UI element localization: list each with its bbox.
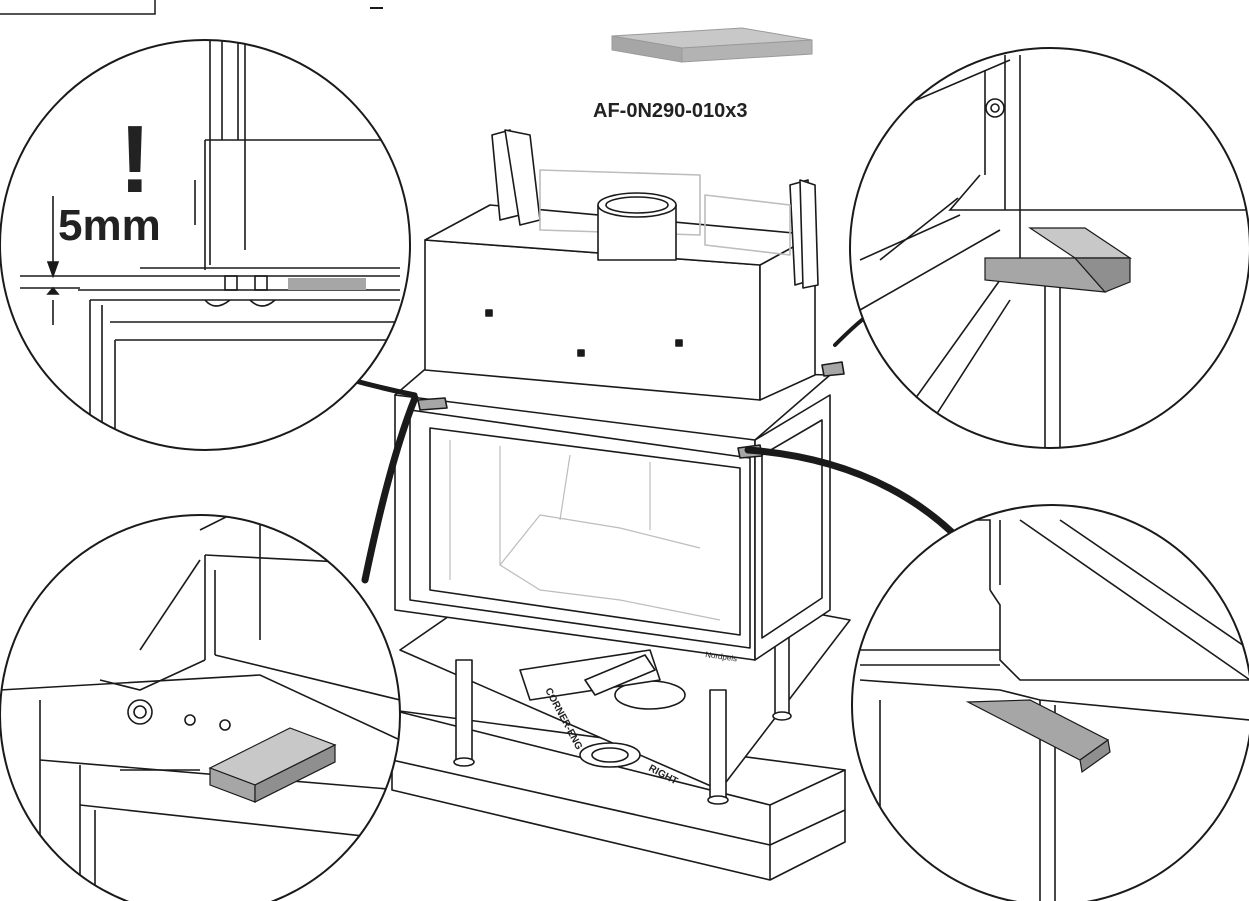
spacer-in-place	[417, 397, 448, 411]
inner-liner	[539, 169, 701, 236]
stove-leg	[774, 634, 790, 716]
spacer-block	[965, 699, 1111, 774]
spacer-part-illustration	[611, 27, 813, 63]
brand-logo-text: Nordpeis	[705, 650, 738, 663]
stove-leg	[455, 659, 473, 761]
warning-icon: !	[119, 106, 151, 213]
spacer-block	[984, 227, 1132, 293]
leg-foot	[707, 795, 729, 805]
part-number-label: AF-0N290-010x3	[593, 100, 748, 122]
gap-dimension-label: 5mm	[58, 201, 161, 250]
detail-top-left: ! 5mm	[0, 39, 411, 451]
stove-leg	[709, 689, 727, 801]
dimension-arrows	[20, 196, 140, 325]
firebox-interior-lines	[449, 440, 721, 621]
detail-top-right	[849, 47, 1249, 449]
spacer-block	[288, 278, 366, 290]
detail-bottom-left	[0, 514, 401, 901]
leg-foot	[772, 711, 792, 721]
plinth-line	[391, 759, 771, 846]
leg-foot	[453, 757, 475, 767]
corner-frame-fragment	[0, 0, 383, 15]
glass-panel	[429, 427, 741, 636]
side-glass	[761, 419, 823, 639]
detail-bottom-right	[851, 504, 1249, 901]
stove-main	[391, 129, 851, 881]
spacer-block	[208, 727, 337, 803]
spacer-in-place	[821, 361, 845, 377]
